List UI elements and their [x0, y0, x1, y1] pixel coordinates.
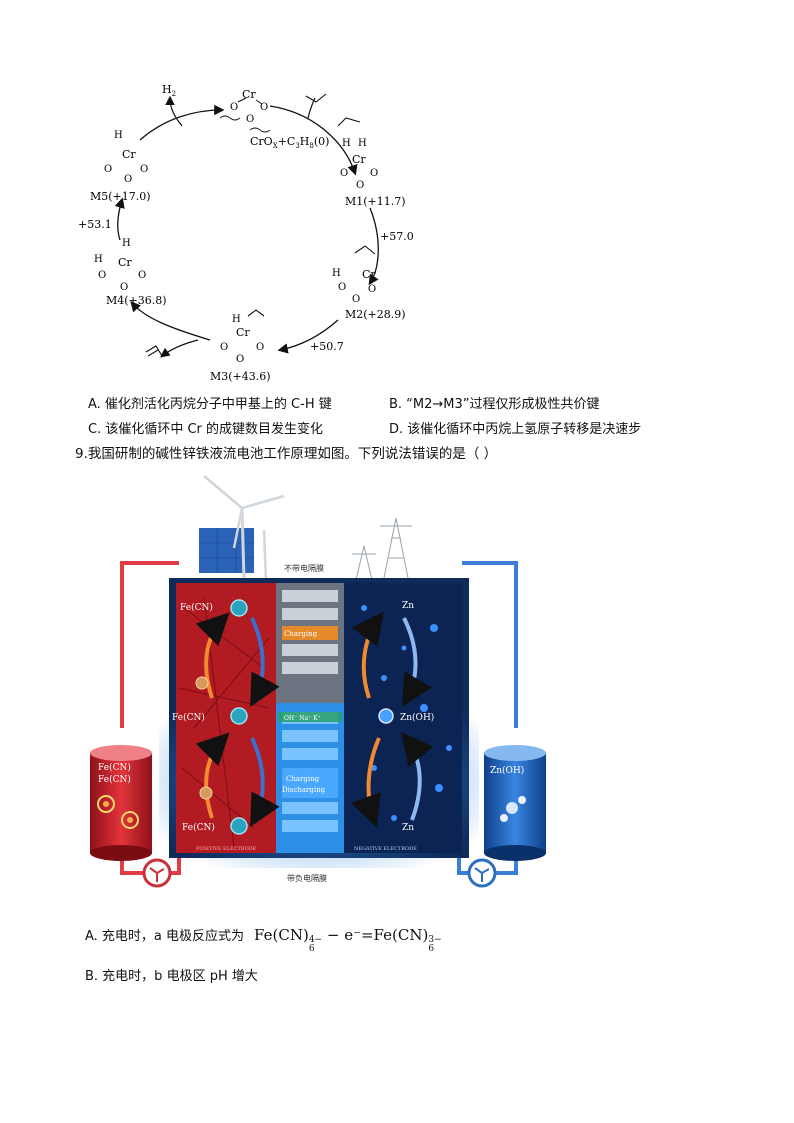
negative-tank: Zn(OH)	[484, 745, 546, 861]
cr-m1: Cr	[352, 153, 366, 166]
o-atom: O	[236, 354, 244, 365]
m5-label: M5(+17.0)	[90, 190, 151, 203]
propene-release-arrow	[160, 339, 199, 358]
discharging-label: Discharging	[282, 786, 326, 794]
m1-label: M1(+11.7)	[345, 195, 406, 208]
battery-diagram: Fe(CN) Fe(CN) Zn(OH) Charging Charging D…	[90, 475, 546, 888]
znoh-molecule	[378, 708, 394, 724]
znoh-label: Zn(OH)	[400, 712, 434, 723]
arc-right	[368, 207, 379, 286]
h2-release-arrow	[165, 95, 183, 127]
o-atom: O	[246, 114, 254, 125]
wind-turbine	[203, 475, 285, 581]
q8-option-a: A. 催化剂活化丙烷分子中甲基上的 C-H 键	[88, 397, 332, 412]
option-a-text: A. 充电时，a 电极反应式为	[85, 929, 245, 944]
zn-bottom-label: Zn	[402, 823, 414, 833]
q9-stem: 9.我国研制的碱性锌铁液流电池工作原理如图。下列说法错误的是（ ）	[75, 446, 498, 462]
fecn-molecule	[195, 599, 248, 835]
o-atom: O	[352, 294, 360, 305]
o-atom: O	[104, 164, 112, 175]
positive-tank: Fe(CN) Fe(CN)	[90, 745, 152, 861]
charging-label-top: Charging	[284, 630, 318, 638]
q9-option-a: A. 充电时，a 电极反应式为 Fe(CN)4−6 − e⁻=Fe(CN)3−6	[85, 925, 442, 954]
fecn-mid-label: Fe(CN)	[172, 712, 205, 723]
fecn-bottom-label: Fe(CN)	[182, 822, 215, 833]
cr-m5: Cr	[122, 148, 136, 161]
o-atom: O	[124, 174, 132, 185]
h-atom: H	[358, 138, 367, 149]
solar-panel	[199, 528, 254, 573]
o-atom: O	[356, 180, 364, 191]
top-reactant-label: CrOX+C3H8(0)	[250, 135, 329, 150]
o-atom: O	[368, 284, 376, 295]
svg-text:Fe(CN): Fe(CN)	[98, 762, 131, 773]
h2-label: H2	[162, 83, 176, 98]
o-atom: O	[230, 102, 238, 113]
o-atom: O	[138, 270, 146, 281]
negative-electrode-label: NEGATIVE ELECTRODE	[354, 846, 417, 852]
uncharged-membrane-label: 不带电隔膜	[284, 563, 324, 573]
h-atom: H	[94, 254, 103, 265]
o-atom: O	[340, 168, 348, 179]
positive-electrode-label: POSITIVE ELECTRODE	[196, 846, 257, 852]
energy-m2-m3: +50.7	[310, 340, 344, 353]
power-pylon	[352, 517, 412, 581]
cr-m2: Cr	[362, 268, 376, 281]
cr-m3: Cr	[236, 326, 250, 339]
o-atom: O	[220, 342, 228, 353]
o-atom: O	[140, 164, 148, 175]
h-atom: H	[122, 238, 131, 249]
arc-top-right	[269, 105, 358, 176]
q8-option-b: B. “M2→M3”过程仅形成极性共价键	[389, 397, 600, 412]
fecn-top-label: Fe(CN)	[180, 602, 213, 613]
option-a-formula: Fe(CN)4−6 − e⁻=Fe(CN)3−6	[254, 926, 442, 954]
o-atom: O	[98, 270, 106, 281]
q9-option-b: B. 充电时，b 电极区 pH 增大	[85, 969, 258, 984]
o-atom: O	[120, 282, 128, 293]
o-atom: O	[370, 168, 378, 179]
h-atom: H	[342, 138, 351, 149]
arc-left	[114, 197, 125, 241]
svg-text:Fe(CN): Fe(CN)	[98, 774, 131, 785]
m3-label: M3(+43.6)	[210, 370, 271, 383]
arc-bottom-right	[277, 319, 339, 354]
o-atom: O	[256, 342, 264, 353]
q8-option-c: C. 该催化循环中 Cr 的成键数目发生变化	[88, 422, 324, 437]
zn-top-label: Zn	[402, 601, 414, 611]
arc-top-left	[139, 104, 225, 141]
energy-m1-m2: +57.0	[380, 230, 414, 243]
negative-membrane-label: 带负电隔膜	[287, 873, 327, 883]
q8-option-d: D. 该催化循环中丙烷上氢原子转移是决速步	[389, 422, 642, 437]
arc-bottom-left	[130, 301, 211, 341]
catalytic-cycle-diagram: H2 Cr O O O CrOX+C3H8(0) H H Cr O O O M1…	[78, 83, 414, 383]
h-atom: H	[232, 314, 241, 325]
energy-m4-m5: +53.1	[78, 218, 112, 231]
h-atom: H	[332, 268, 341, 279]
ion-label: OH⁻ Na⁺ K⁺	[284, 715, 321, 722]
m4-label: M4(+36.8)	[106, 294, 167, 307]
svg-text:Zn(OH): Zn(OH)	[490, 765, 524, 776]
o-atom: O	[338, 282, 346, 293]
propane-entry-arrow	[307, 97, 316, 119]
h-atom: H	[114, 130, 123, 141]
cr-m4: Cr	[118, 256, 132, 269]
m2-label: M2(+28.9)	[345, 308, 406, 321]
charging-label-bottom: Charging	[286, 775, 320, 783]
o-atom: O	[260, 102, 268, 113]
